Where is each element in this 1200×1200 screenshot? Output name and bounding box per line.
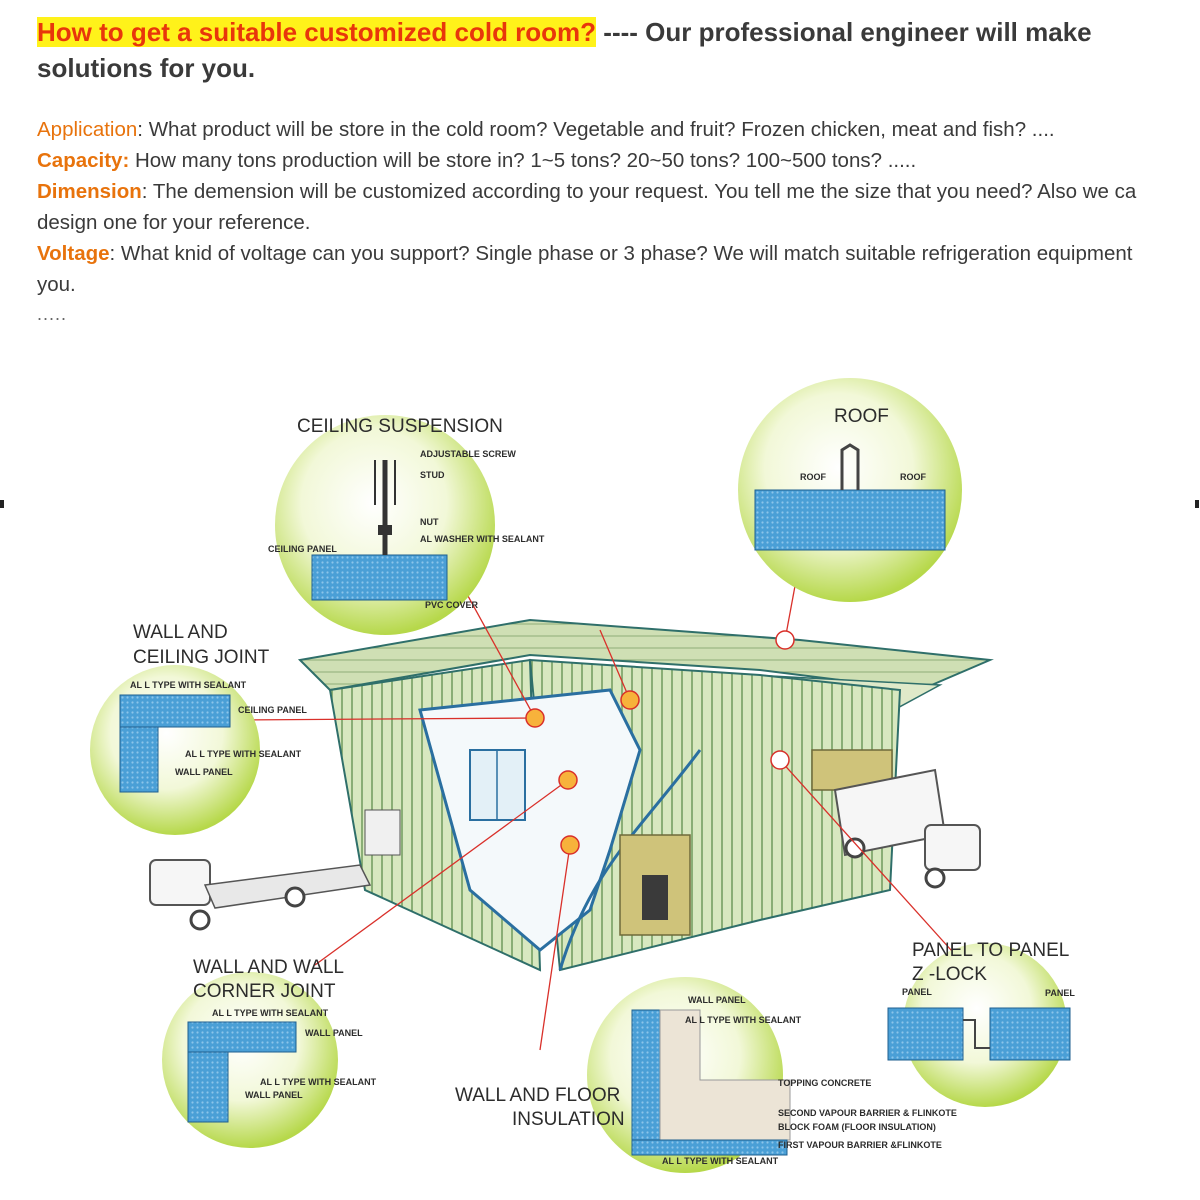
- label-panel-left: PANEL: [902, 987, 932, 997]
- label-wall-panel-joint: WALL PANEL: [175, 767, 233, 777]
- item-voltage-cont: you.: [37, 273, 76, 296]
- label-al-l-floor-top: AL L TYPE WITH SEALANT: [685, 1015, 802, 1025]
- label-al-l-type-top: AL L TYPE WITH SEALANT: [130, 680, 247, 690]
- item-application: Application: What product will be store …: [37, 114, 1197, 145]
- label-stud: STUD: [420, 470, 445, 480]
- text-voltage: : What knid of voltage can you support? …: [109, 242, 1133, 265]
- ellipsis: .....: [37, 304, 68, 324]
- label-block-foam: BLOCK FOAM (FLOOR INSULATION): [778, 1122, 936, 1132]
- wall-floor-title-1: WALL AND FLOOR: [455, 1085, 620, 1106]
- label-roof-left: ROOF: [800, 472, 827, 482]
- label-voltage: Voltage: [37, 242, 110, 265]
- ceiling-title: CEILING SUSPENSION: [297, 416, 503, 437]
- label-al-l-corner-top: AL L TYPE WITH SEALANT: [212, 1008, 329, 1018]
- item-capacity: Capacity: How many tons production will …: [37, 145, 1197, 176]
- label-topping-concrete: TOPPING CONCRETE: [778, 1078, 871, 1088]
- label-panel-right: PANEL: [1045, 988, 1075, 998]
- panel-title-2: Z -LOCK: [912, 964, 987, 985]
- heading-question: How to get a suitable customized cold ro…: [37, 17, 597, 47]
- edge-mark-left: [0, 500, 4, 508]
- label-application: Application: [37, 118, 138, 141]
- wall-wall-title-2: CORNER JOINT: [193, 981, 336, 1002]
- roof-detail: ROOF ROOF ROOF: [738, 378, 962, 602]
- item-dimension: Dimension: The demension will be customi…: [37, 176, 1197, 207]
- label-wall-panel-corner-b: WALL PANEL: [245, 1090, 303, 1100]
- item-dimension-cont: design one for your reference.: [37, 211, 311, 234]
- label-ceiling-panel: CEILING PANEL: [268, 544, 337, 554]
- panel-to-panel-detail: PANEL TO PANEL Z -LOCK PANEL PANEL: [887, 940, 1075, 1107]
- wall-wall-corner-detail: WALL AND WALL CORNER JOINT AL L TYPE WIT…: [162, 957, 377, 1148]
- truck-left: [149, 859, 372, 931]
- text-dimension: : The demension will be customized accor…: [141, 180, 1137, 203]
- callout-markers: [525, 630, 795, 855]
- item-voltage: Voltage: What knid of voltage can you su…: [37, 238, 1197, 269]
- requirements-list: Application: What product will be store …: [37, 114, 1197, 300]
- label-first-vapour-barrier: FIRST VAPOUR BARRIER &FLINKOTE: [778, 1140, 942, 1150]
- label-pvc-cover: PVC COVER: [425, 600, 479, 610]
- label-ceiling-panel-joint: CEILING PANEL: [238, 705, 307, 715]
- wall-floor-title-2: INSULATION: [512, 1109, 625, 1130]
- wall-ceiling-title-2: CEILING JOINT: [133, 647, 270, 668]
- wall-wall-title-1: WALL AND WALL: [193, 957, 344, 978]
- label-roof-right: ROOF: [900, 472, 927, 482]
- label-dimension: Dimension: [37, 180, 142, 203]
- wall-ceiling-joint-detail: WALL AND CEILING JOINT AL L TYPE WITH SE…: [90, 622, 307, 835]
- heading-answer: ---- Our professional engineer will make…: [37, 17, 1092, 83]
- label-al-l-corner-mid: AL L TYPE WITH SEALANT: [260, 1077, 377, 1087]
- label-al-l-type-mid: AL L TYPE WITH SEALANT: [185, 749, 302, 759]
- cold-room-diagram: CEILING SUSPENSION ADJUSTABLE SCREW STUD…: [0, 378, 1199, 1173]
- wall-ceiling-title-1: WALL AND: [133, 622, 228, 643]
- label-adjustable-screw: ADJUSTABLE SCREW: [420, 449, 516, 459]
- page-heading: How to get a suitable customized cold ro…: [37, 14, 1187, 86]
- ceiling-suspension-detail: CEILING SUSPENSION ADJUSTABLE SCREW STUD…: [268, 415, 545, 635]
- text-capacity: How many tons production will be store i…: [129, 149, 917, 172]
- roof-title: ROOF: [834, 406, 889, 427]
- wall-floor-detail: WALL AND FLOOR INSULATION WALL PANEL AL …: [455, 977, 957, 1173]
- edge-mark-right: [1195, 500, 1199, 508]
- label-wall-panel-corner-a: WALL PANEL: [305, 1028, 363, 1038]
- label-al-l-floor-bottom: AL L TYPE WITH SEALANT: [662, 1156, 779, 1166]
- truck-right: [833, 768, 981, 889]
- label-wall-panel-floor: WALL PANEL: [688, 995, 746, 1005]
- label-nut: NUT: [420, 517, 439, 527]
- label-capacity: Capacity:: [37, 149, 130, 172]
- warehouse-building: [297, 618, 994, 972]
- text-application: : What product will be store in the cold…: [137, 118, 1055, 141]
- label-second-vapour-barrier: SECOND VAPOUR BARRIER & FLINKOTE: [778, 1108, 957, 1118]
- panel-title-1: PANEL TO PANEL: [912, 940, 1069, 961]
- label-al-washer: AL WASHER WITH SEALANT: [420, 534, 545, 544]
